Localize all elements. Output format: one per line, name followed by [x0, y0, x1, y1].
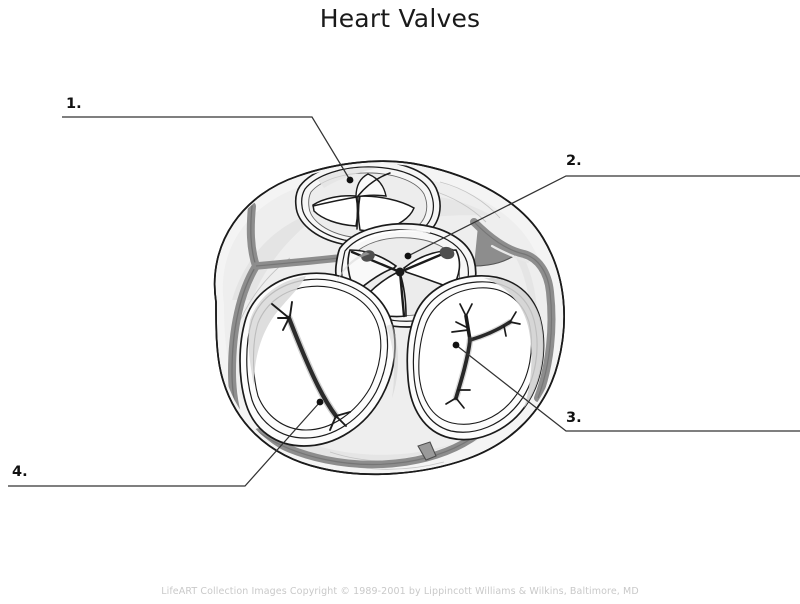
marker-label-3: 3.	[566, 410, 582, 426]
pulmonary-lumen-shade	[318, 167, 378, 188]
pulmonary-cusp-anterior	[355, 173, 387, 198]
page-title: Heart Valves	[319, 4, 481, 33]
tricuspid-annulus-shading	[484, 277, 544, 408]
mitral-leaflet-field	[253, 285, 382, 431]
mitral-posteromedial-commissure	[329, 411, 351, 431]
fibrous-trigone-shading	[336, 252, 398, 398]
marker-label-4: 4.	[12, 464, 28, 480]
mitral-coaptation-line	[285, 314, 340, 420]
mitral-annulus-mid	[246, 278, 389, 439]
marker-label-2: 2.	[566, 153, 582, 169]
mitral-anterolateral-commissure	[271, 301, 293, 331]
aortic-central-coaptation	[395, 267, 405, 277]
pulmonary-valve	[294, 163, 441, 248]
copyright-notice: LifeART Collection Images Copyright © 19…	[161, 586, 639, 597]
pulmonary-commissures	[312, 172, 391, 230]
marker-label-1: 1.	[66, 96, 82, 112]
mitral-annulus-shading	[248, 276, 306, 386]
